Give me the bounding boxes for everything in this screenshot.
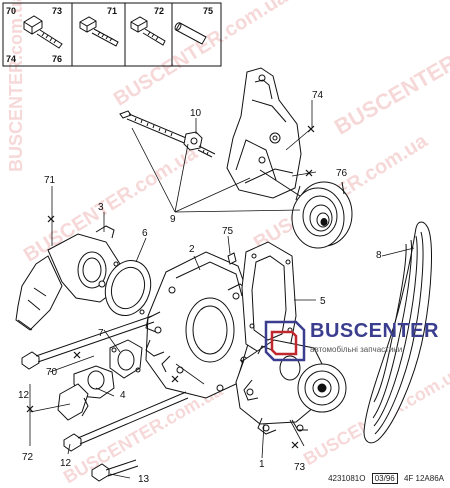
cross-mark-pump bbox=[171, 375, 179, 383]
cross-marks bbox=[26, 125, 315, 449]
cross-mark-74 bbox=[307, 125, 315, 133]
callout-75: 75 bbox=[222, 226, 234, 237]
box-label-75: 75 bbox=[203, 6, 213, 16]
cross-mark-76 bbox=[305, 169, 313, 177]
reference-code: 4231081O bbox=[328, 474, 366, 483]
cross-mark-71 bbox=[47, 215, 55, 223]
long-bolt-upper bbox=[21, 315, 155, 370]
box-label-74: 74 bbox=[6, 54, 16, 64]
drive-belt bbox=[363, 221, 432, 444]
housing-gasket bbox=[104, 260, 152, 316]
cross-mark-72 bbox=[26, 405, 34, 413]
long-bolt-lower bbox=[63, 391, 189, 452]
callout-7: 7 bbox=[98, 328, 104, 339]
callout-71: 71 bbox=[44, 175, 56, 186]
callout-6: 6 bbox=[142, 228, 148, 239]
leader-lines bbox=[29, 100, 415, 479]
short-bolt bbox=[91, 459, 139, 482]
callout-8: 8 bbox=[376, 250, 382, 261]
inlet-elbow bbox=[57, 365, 115, 421]
box-label-70: 70 bbox=[6, 6, 16, 16]
brand-logo: BUSCENTER автомобільні запчастини bbox=[262, 318, 439, 364]
callout-labels: 1 2 3 4 5 6 7 8 9 10 12 12 13 70 71 72 7… bbox=[18, 90, 382, 485]
box-label-73: 73 bbox=[52, 6, 62, 16]
tensioner-bracket bbox=[226, 67, 302, 199]
callout-70: 70 bbox=[46, 367, 58, 378]
cross-mark-70 bbox=[73, 351, 81, 359]
reference-figure: 4F 12A86A bbox=[403, 474, 444, 483]
callout-2: 2 bbox=[189, 244, 195, 255]
flange-bolt-icon bbox=[23, 15, 63, 49]
thermostat-housing bbox=[15, 225, 121, 331]
callout-3: 3 bbox=[98, 202, 104, 213]
box-label-76: 76 bbox=[52, 54, 62, 64]
box-label-72: 72 bbox=[154, 6, 164, 16]
cross-mark-73 bbox=[291, 441, 299, 449]
parts-box bbox=[2, 2, 222, 67]
callout-5: 5 bbox=[320, 296, 326, 307]
callout-4: 4 bbox=[120, 390, 126, 401]
tensioner-pulley bbox=[291, 181, 353, 249]
brand-name: BUSCENTER bbox=[310, 320, 439, 342]
callout-76: 76 bbox=[336, 168, 348, 179]
long-bolt-icon bbox=[130, 16, 166, 46]
callout-72: 72 bbox=[22, 452, 34, 463]
callout-12-lower: 12 bbox=[60, 458, 72, 469]
pump-body bbox=[145, 251, 253, 399]
dowel-pin-icon bbox=[174, 22, 207, 45]
callout-13: 13 bbox=[138, 474, 150, 485]
drawing bbox=[15, 67, 432, 482]
adjuster-screw bbox=[119, 110, 216, 158]
callout-12-upper: 12 bbox=[18, 390, 30, 401]
parts-box-frame bbox=[2, 2, 222, 67]
callout-73: 73 bbox=[294, 462, 306, 473]
reference-strip: 4231081O 03/96 4F 12A86A bbox=[324, 473, 444, 484]
brand-subtitle: автомобільні запчастини bbox=[310, 345, 403, 354]
hex-bolt-icon bbox=[79, 16, 119, 47]
inlet-elbow-gasket bbox=[109, 339, 143, 379]
callout-74: 74 bbox=[312, 90, 324, 101]
callout-10: 10 bbox=[190, 108, 202, 119]
dowel-75 bbox=[227, 252, 237, 265]
box-label-71: 71 bbox=[107, 6, 117, 16]
callout-1: 1 bbox=[259, 459, 265, 470]
callout-9: 9 bbox=[170, 214, 176, 225]
logo-mark-icon bbox=[264, 320, 306, 362]
leader bbox=[259, 169, 301, 197]
reference-date: 03/96 bbox=[371, 473, 398, 484]
